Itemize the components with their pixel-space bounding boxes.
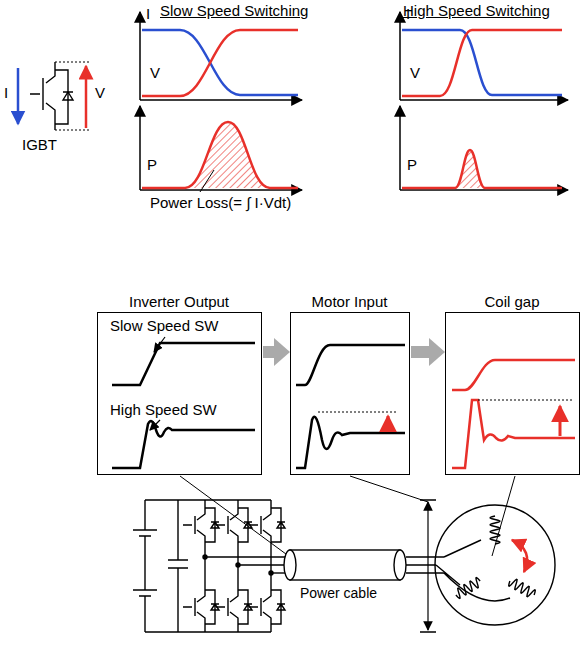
section-heading: Slow Speed Switching	[160, 2, 308, 19]
axis-label: V	[150, 64, 160, 81]
axis-label: P	[147, 156, 157, 173]
wire	[436, 540, 510, 601]
junction-dot	[203, 555, 207, 559]
axis-label: V	[95, 84, 105, 101]
axis-label: V	[410, 64, 420, 81]
wire	[238, 564, 285, 565]
junction-dot	[269, 571, 273, 575]
wire	[205, 556, 285, 557]
axis-label: I	[406, 5, 410, 22]
section-heading: High Speed Switching	[403, 2, 550, 19]
waveform-panel: Inverter OutputSlow Speed SWHigh Speed S…	[97, 312, 262, 475]
igbt-symbol	[216, 500, 252, 550]
axis-label: P	[407, 156, 417, 173]
axis-label: IGBT	[22, 136, 57, 153]
coil-winding	[509, 579, 536, 596]
panel-heading: Inverter Output	[129, 293, 229, 310]
panel-heading: Motor Input	[312, 293, 388, 310]
high-switching-chart	[400, 12, 568, 190]
igbt-symbol	[18, 62, 90, 130]
curve-label: Slow Speed SW	[110, 317, 218, 334]
part-label: Power cable	[300, 585, 377, 601]
wire	[270, 550, 271, 582]
panel-heading: Coil gap	[484, 293, 539, 310]
slow-switching-chart	[140, 12, 302, 192]
igbt-symbol	[249, 582, 285, 632]
axis-label: Power Loss(= ∫ I·Vdt)	[150, 194, 291, 211]
motor	[406, 500, 555, 632]
igbt-symbol	[249, 500, 285, 550]
power-cable	[284, 550, 406, 580]
coil-winding	[490, 516, 500, 544]
junction-dot	[236, 563, 240, 567]
flow-arrow	[411, 346, 429, 358]
waveform-panel: Coil gap	[445, 312, 580, 475]
igbt-symbol	[216, 582, 252, 632]
igbt-symbol	[183, 582, 219, 632]
flow-arrow	[263, 346, 274, 358]
motor-input-waveforms	[296, 345, 405, 468]
axis-label: I	[146, 5, 150, 22]
curve-label: High Speed SW	[110, 401, 217, 418]
coil-winding	[456, 578, 480, 599]
inverter-circuit	[133, 500, 285, 632]
waveform-panel: Motor Input	[290, 312, 410, 475]
igbt-symbol	[183, 500, 219, 550]
axis-label: I	[4, 84, 8, 101]
coil-gap-waveforms	[452, 360, 575, 468]
leader-line	[180, 476, 515, 557]
